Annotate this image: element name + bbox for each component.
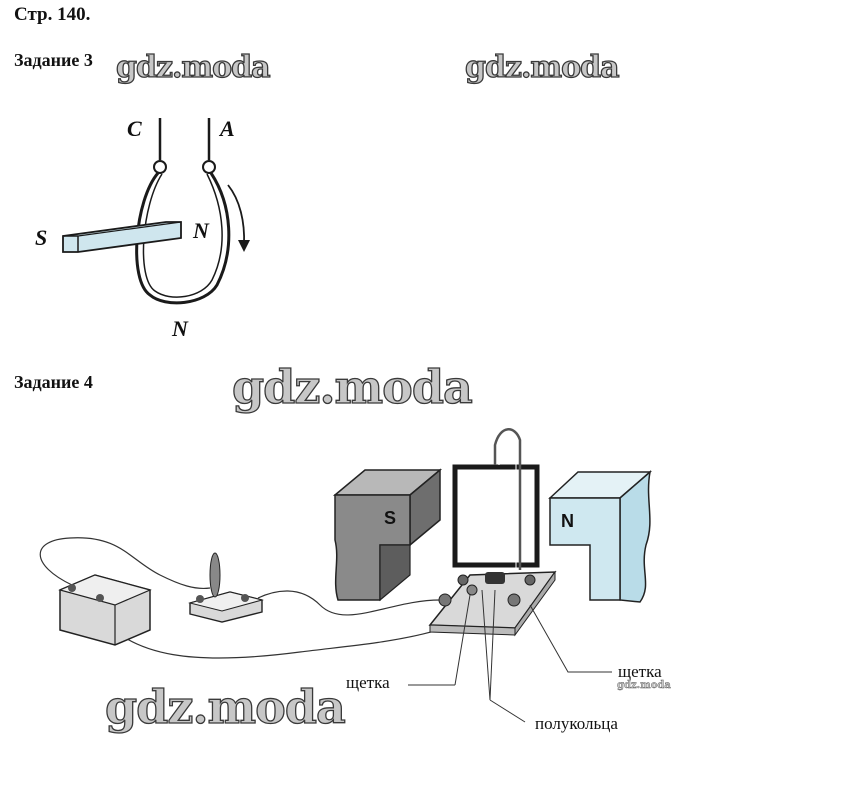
magnet-n-label: N — [561, 511, 574, 531]
watermark: gdz.moda — [115, 49, 271, 85]
label-c: C — [127, 116, 142, 141]
label-n-bottom: N — [172, 316, 188, 341]
magnet-s — [332, 468, 443, 602]
label-half-rings: полукольца — [535, 714, 618, 733]
magnet-n — [548, 470, 653, 603]
page-title: Стр. 140. — [14, 4, 91, 25]
label-s: S — [35, 225, 48, 250]
watermark: gdz.moda — [617, 680, 671, 691]
watermark: gdz.moda — [231, 359, 473, 414]
watermark: gdz.moda — [104, 679, 346, 734]
task-3-title: Задание 3 — [14, 50, 93, 70]
watermark: gdz.moda — [464, 49, 620, 85]
label-brush-right: щетка — [618, 662, 662, 681]
label-brush-left: щетка — [346, 673, 390, 692]
magnet-s-label: S — [384, 508, 397, 528]
task-4-title: Задание 4 — [14, 372, 93, 392]
switch — [188, 552, 264, 623]
label-n-right: N — [193, 218, 209, 243]
battery — [58, 574, 152, 646]
label-a: A — [220, 116, 235, 141]
